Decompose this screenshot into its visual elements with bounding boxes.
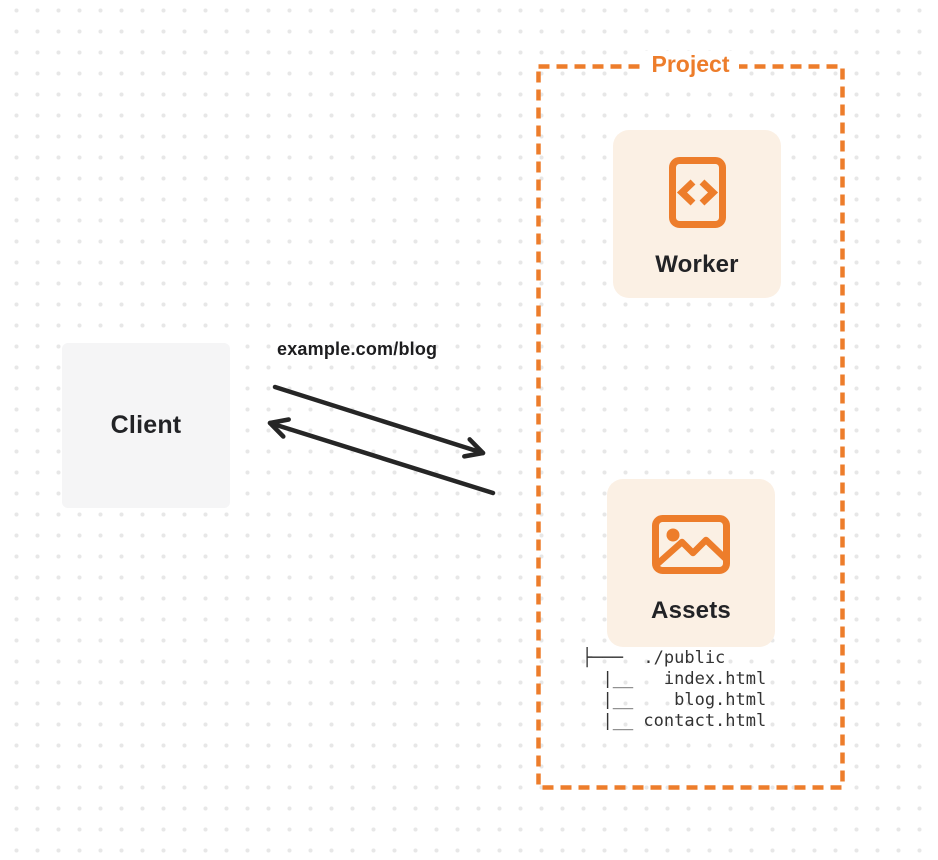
response-arrow-line — [267, 420, 496, 496]
project-title: Project — [641, 51, 740, 77]
response-arrowhead-icon — [267, 417, 291, 439]
client-node: Client — [62, 343, 230, 508]
worker-label: Worker — [655, 251, 739, 278]
request-arrow-line — [272, 384, 486, 456]
worker-card: Worker — [613, 130, 781, 298]
project-container: Project Worker — [536, 51, 845, 790]
code-file-icon — [668, 157, 726, 228]
request-url-label: example.com/blog — [277, 339, 438, 359]
assets-card: Assets — [607, 479, 775, 647]
assets-label: Assets — [651, 597, 731, 624]
client-label: Client — [110, 411, 182, 439]
request-arrowhead-icon — [462, 437, 486, 459]
file-tree: ├─── ./public |__ index.html |__ blog.ht… — [582, 648, 767, 731]
image-icon — [652, 515, 730, 574]
